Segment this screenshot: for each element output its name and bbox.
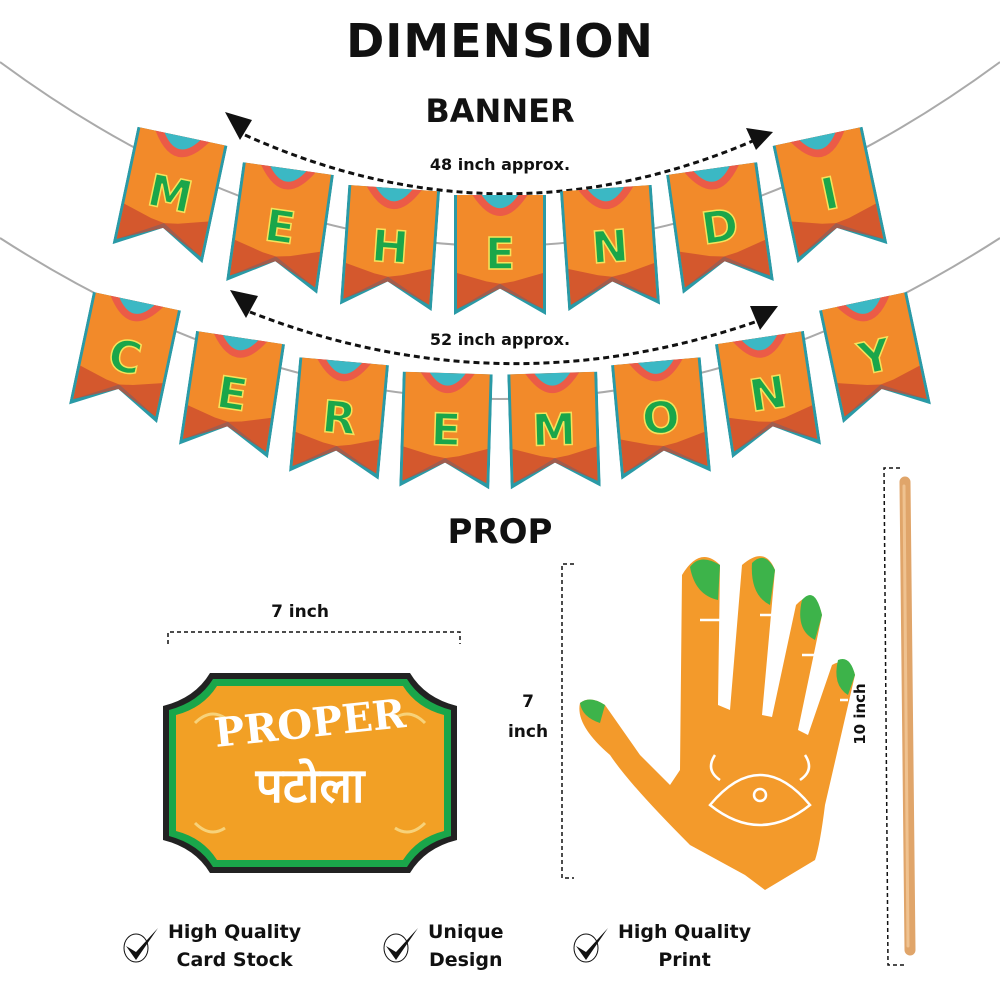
feature-line1: High Quality bbox=[168, 921, 302, 943]
feature-line2: Print bbox=[658, 949, 711, 971]
stick-length-label: 10 inch bbox=[851, 683, 869, 745]
banner-flag: O bbox=[610, 357, 711, 481]
banner-flag: E bbox=[454, 195, 546, 315]
banner-row2-dimension: 52 inch approx. bbox=[429, 330, 571, 349]
proper-patola-sign bbox=[163, 673, 457, 873]
feature-line1: High Quality bbox=[618, 921, 752, 943]
prop-heading: PROP bbox=[447, 512, 553, 552]
feature-line2: Card Stock bbox=[176, 949, 293, 971]
banner-row1-dimension: 48 inch approx. bbox=[429, 155, 571, 174]
page-title: DIMENSION bbox=[346, 14, 654, 68]
banner-flag: N bbox=[714, 330, 821, 458]
banner-flag: Y bbox=[819, 291, 931, 424]
banner-letter: O bbox=[639, 391, 682, 447]
checkmark-icon bbox=[573, 928, 608, 963]
banner-letter: E bbox=[430, 404, 463, 458]
banner-heading: BANNER bbox=[425, 92, 575, 130]
banner-letter: N bbox=[589, 220, 631, 275]
checkmark-icon bbox=[383, 928, 418, 963]
sign-width-dimension-line bbox=[167, 631, 461, 644]
banner-letter: R bbox=[319, 391, 359, 446]
hand-height-number: 7 bbox=[522, 692, 534, 712]
sign-text-hindi: पटोला bbox=[255, 758, 365, 814]
checkmark-icon bbox=[123, 928, 158, 963]
banner-flag: H bbox=[339, 185, 441, 312]
stick-dimension-line bbox=[883, 467, 916, 966]
banner-flag: C bbox=[69, 291, 181, 424]
banner-flag: E bbox=[179, 330, 286, 458]
feature-line2: Design bbox=[428, 949, 503, 971]
banner-flag: E bbox=[226, 162, 334, 295]
sign-width-label: 7 inch bbox=[271, 602, 329, 622]
banner-flag: E bbox=[399, 372, 494, 490]
feature-line1: Unique bbox=[428, 921, 504, 943]
dimension-arrow-52 bbox=[249, 310, 756, 366]
banner-flag: I bbox=[772, 126, 888, 264]
banner-flag: D bbox=[666, 162, 774, 295]
banner-flag: M bbox=[112, 126, 228, 264]
dimension-arrow-48 bbox=[244, 133, 756, 196]
banner-flag: M bbox=[506, 372, 601, 490]
banner-letter: M bbox=[530, 404, 577, 458]
banner-flag: R bbox=[289, 357, 390, 481]
hand-height-dimension-line bbox=[561, 563, 574, 879]
hand-height-unit: inch bbox=[507, 722, 549, 742]
mehendi-hand-prop bbox=[579, 556, 855, 890]
banner-letter: E bbox=[484, 228, 516, 281]
banner-flag: N bbox=[559, 185, 661, 312]
banner-letter: H bbox=[369, 220, 411, 275]
